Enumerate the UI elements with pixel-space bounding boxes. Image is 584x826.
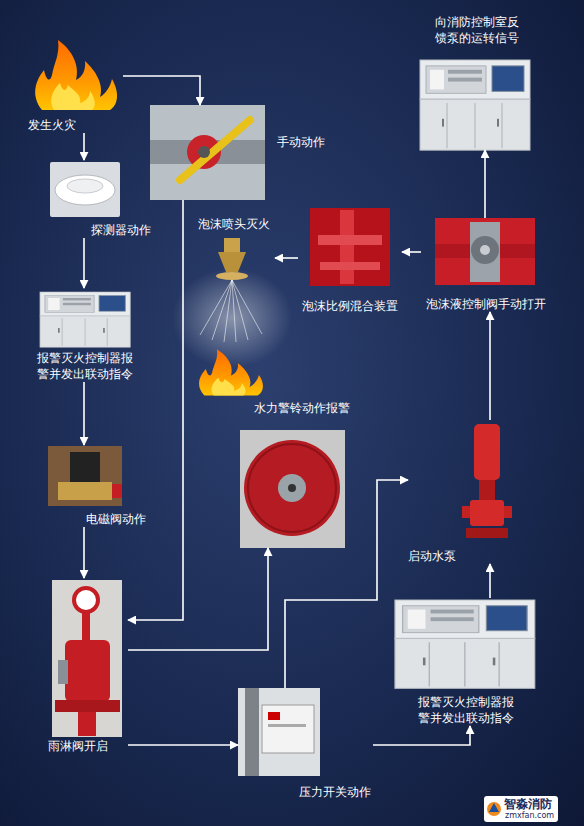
step-caption: 探测器动作 [45,222,155,238]
step-caption: 发生火灾 [28,117,123,133]
flow-arrow [83,527,85,578]
step-node: 报警灭火控制器报警并发出联动指令 [395,598,537,726]
flow-arrow [489,564,491,598]
flow-arrow [128,744,238,746]
step-caption: 泡沫喷头灭火 [193,216,275,232]
water-bell-photo [240,430,345,548]
proportioner-photo [310,208,390,286]
fire-icon [199,349,263,395]
flow-arrow [275,257,298,259]
watermark-patch [484,796,558,822]
pressure-switch-photo [238,688,320,776]
control-panel-photo [420,60,530,150]
step-caption: 雨淋阀开启 [48,738,128,754]
flow-arrow [83,133,85,160]
step-node: 泡沫喷头灭火 [193,216,275,370]
step-node: 压力开关动作 [238,688,373,800]
watermark-url: zmxfan.com [505,811,554,821]
step-caption: 报警灭火控制器报警并发出联动指令 [35,350,135,382]
fire-icon [35,40,117,110]
step-caption: 水力警铃动作报警 [238,400,366,416]
step-node: 启动水泵 [408,420,523,564]
step-node: 泡沫液控制阀手动打开 [421,218,551,312]
step-caption: 泡沫液控制阀手动打开 [421,296,551,312]
flow-arrow [484,150,486,218]
flow-arrow [123,76,200,105]
solenoid-photo [48,446,122,506]
step-caption: 启动水泵 [408,548,523,564]
flow-arrow [128,548,268,650]
deluge-valve-photo [52,580,122,737]
step-node: 报警灭火控制器报警并发出联动指令 [33,288,137,382]
step-caption: 泡沫比例混合装置 [298,298,402,314]
control-panel-photo [40,292,130,347]
flow-arrow [489,312,491,420]
step-caption: 电磁阀动作 [45,511,150,527]
flow-arrow [128,200,183,620]
step-node: 电磁阀动作 [45,445,150,527]
step-node: 向消防控制室反馈泵的运转信号 [418,14,536,150]
step-caption: 向消防控制室反馈泵的运转信号 [433,14,521,46]
step-caption: 报警灭火控制器报警并发出联动指令 [416,694,516,726]
step-caption: 压力开关动作 [238,784,373,800]
step-node: 雨淋阀开启 [48,578,128,754]
pump-photo [462,424,512,538]
step-node: 泡沫比例混合装置 [298,208,402,314]
spray-glow [172,268,292,368]
sprinkler-photo [200,238,262,342]
flow-arrow [373,726,470,745]
step-node: 探测器动作 [45,160,155,238]
step-caption: 手动动作 [277,134,335,150]
flow-arrow [83,238,85,288]
manual-valve-photo [150,105,265,200]
control-panel-photo [395,600,535,688]
flow-arrow [402,251,421,253]
flow-arrow [83,382,85,445]
event-node: 发生火灾 [28,35,123,133]
detector-photo [50,162,120,217]
step-node: 水力警铃动作报警 [238,400,366,548]
watermark-text: 智淼消防 [504,797,552,811]
step-node: 手动动作 [150,105,335,200]
flow-arrow [285,480,408,688]
foam-valve-photo [435,218,535,285]
